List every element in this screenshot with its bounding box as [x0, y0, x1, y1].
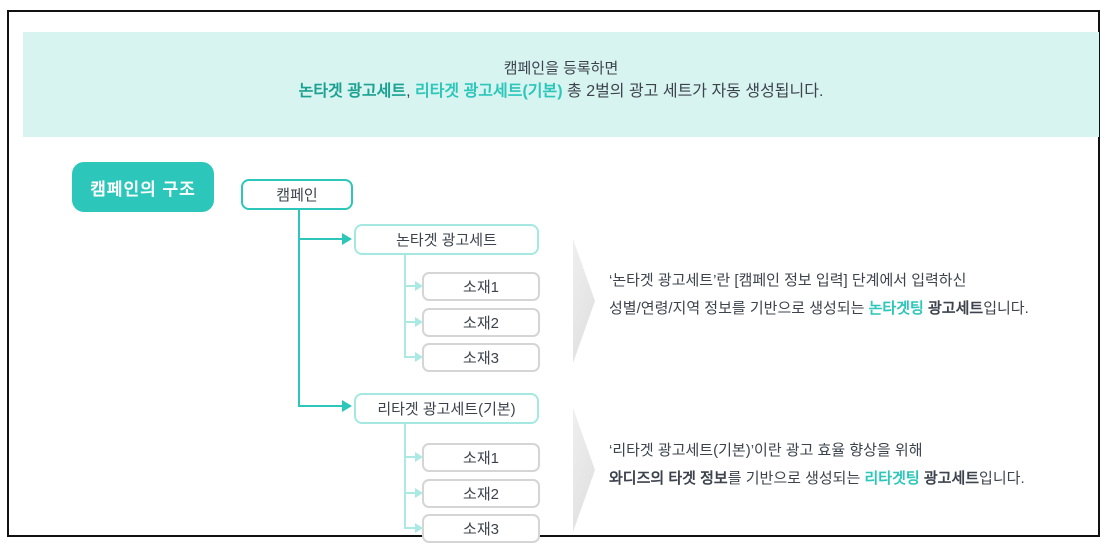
material-node: 소재1	[422, 272, 540, 301]
connector-material-2	[404, 321, 416, 323]
desc-text: 입니다.	[983, 300, 1029, 317]
outer-frame: 캠페인을 등록하면 논타겟 광고세트, 리타겟 광고세트(기본) 총 2벌의 광…	[7, 10, 1100, 543]
arrowhead-icon	[415, 488, 423, 498]
chevron-right-icon	[573, 408, 595, 532]
banner-line2: 논타겟 광고세트, 리타겟 광고세트(기본) 총 2벌의 광고 세트가 자동 생…	[23, 80, 1099, 103]
campaign-structure-badge: 캠페인의 구조	[72, 162, 214, 212]
material-node: 소재3	[422, 514, 540, 543]
connector-sub-vertical-retarget	[404, 423, 406, 529]
desc-text: 성별/연령/지역 정보를 기반으로 생성되는	[609, 300, 869, 317]
connector-material-1	[404, 285, 416, 287]
retarget-description-line2: 와디즈의 타겟 정보를 기반으로 생성되는 리타겟팅 광고세트입니다.	[609, 465, 1025, 493]
retarget-description-line1: ‘리타겟 광고세트(기본)’이란 광고 효율 향상을 위해	[609, 442, 923, 459]
arrowhead-icon	[342, 233, 352, 245]
banner-line2-rest: 총 2벌의 광고 세트가 자동 생성됩니다.	[562, 83, 824, 100]
arrowhead-icon	[415, 317, 423, 327]
desc-text: 입니다.	[979, 470, 1025, 487]
desc-teal-text: 리타겟팅	[864, 470, 920, 487]
banner-line1: 캠페인을 등록하면	[503, 60, 619, 77]
desc-bold-text: 광고세트	[919, 470, 980, 487]
nontarget-description-line2: 성별/연령/지역 정보를 기반으로 생성되는 논타겟팅 광고세트입니다.	[609, 295, 1029, 323]
campaign-node: 캠페인	[241, 179, 353, 210]
connector-branch-nontarget	[298, 238, 342, 240]
desc-teal-text: 논타겟팅	[868, 300, 924, 317]
desc-bold-text: 와디즈의 타겟 정보	[609, 470, 728, 487]
connector-material-5	[404, 492, 416, 494]
connector-material-3	[404, 356, 416, 358]
desc-text: 를 기반으로 생성되는	[727, 470, 865, 487]
nontarget-description-line1: ‘논타겟 광고세트’란 [캠페인 정보 입력] 단계에서 입력하신	[609, 272, 967, 289]
connector-main-vertical	[298, 209, 300, 406]
connector-branch-retarget	[298, 405, 342, 407]
banner-nontarget-adset-text: 논타겟 광고세트	[298, 83, 407, 100]
arrowhead-icon	[415, 452, 423, 462]
connector-sub-vertical-nontarget	[404, 254, 406, 358]
material-node: 소재1	[422, 443, 540, 472]
material-node: 소재2	[422, 479, 540, 508]
connector-material-6	[404, 527, 416, 529]
arrowhead-icon	[415, 281, 423, 291]
connector-material-4	[404, 456, 416, 458]
banner-comma: ,	[406, 83, 415, 100]
arrowhead-icon	[342, 400, 352, 412]
intro-banner: 캠페인을 등록하면 논타겟 광고세트, 리타겟 광고세트(기본) 총 2벌의 광…	[23, 32, 1099, 137]
retarget-description: ‘리타겟 광고세트(기본)’이란 광고 효율 향상을 위해 와디즈의 타겟 정보…	[609, 437, 1025, 493]
nontarget-adset-node: 논타겟 광고세트	[354, 224, 539, 255]
banner-retarget-adset-text: 리타겟 광고세트(기본)	[414, 83, 563, 100]
retarget-adset-node: 리타겟 광고세트(기본)	[354, 393, 539, 424]
arrowhead-icon	[415, 352, 423, 362]
material-node: 소재2	[422, 308, 540, 337]
chevron-right-icon	[573, 239, 595, 363]
desc-bold-text: 광고세트	[923, 300, 984, 317]
nontarget-description: ‘논타겟 광고세트’란 [캠페인 정보 입력] 단계에서 입력하신 성별/연령/…	[609, 267, 1029, 323]
arrowhead-icon	[415, 523, 423, 533]
material-node: 소재3	[422, 343, 540, 372]
